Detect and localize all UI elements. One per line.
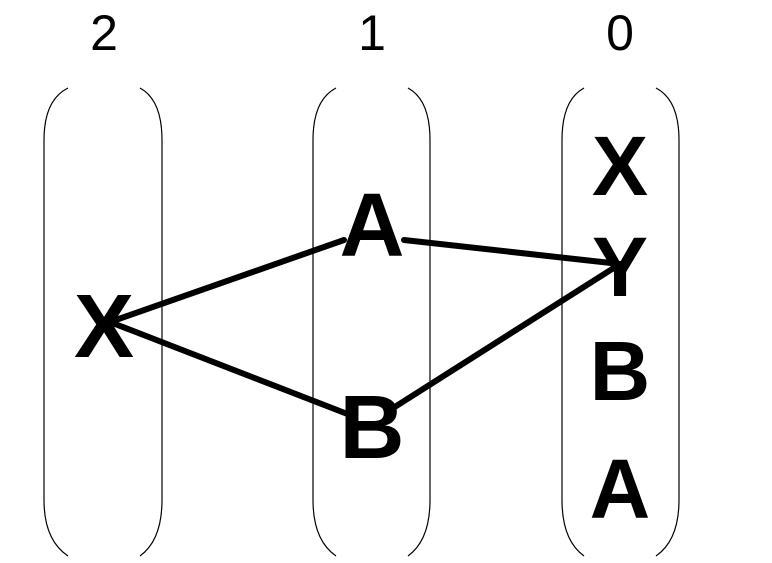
column-2-outline <box>43 87 163 557</box>
edge-x-to-b <box>107 319 353 418</box>
node-a-col0: A <box>590 442 651 536</box>
node-b-col1: B <box>340 378 405 478</box>
column-header-1: 1 <box>358 5 386 61</box>
node-x-col2: X <box>74 277 134 377</box>
node-b-col0: B <box>590 324 651 418</box>
edge-a-to-y <box>401 237 623 267</box>
column-0-outline <box>561 87 680 557</box>
node-y-col0: Y <box>592 220 648 314</box>
edge-b-to-y <box>387 261 623 413</box>
column-header-0: 0 <box>606 5 634 61</box>
node-a-col1: A <box>340 176 405 276</box>
edge-x-to-a <box>107 237 347 325</box>
node-x-col0: X <box>592 119 648 213</box>
column-1-outline <box>312 87 431 557</box>
column-header-2: 2 <box>90 5 118 61</box>
